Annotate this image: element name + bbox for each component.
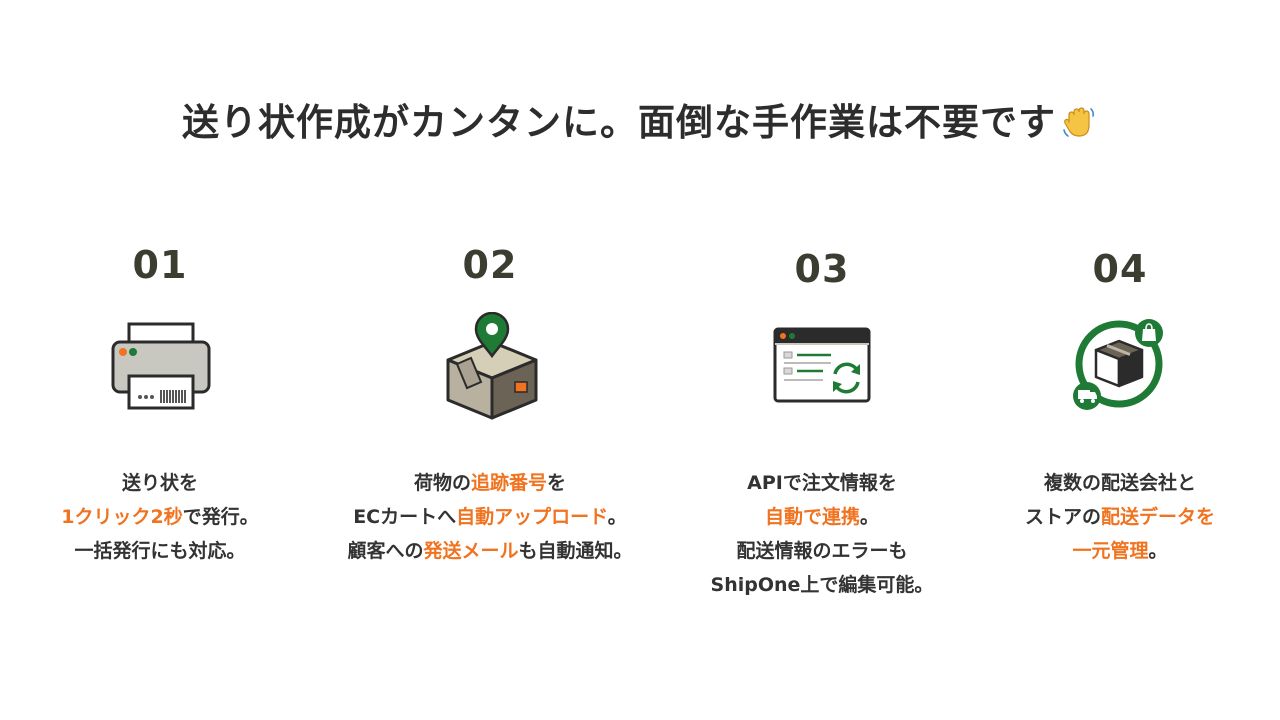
highlighted-text: 発送メール (423, 540, 519, 562)
description-line: 顧客への発送メールも自動通知。 (330, 534, 650, 568)
description-line: ECカートへ自動アップロード。 (330, 500, 650, 534)
description-line: 一元管理。 (960, 534, 1280, 568)
description-text: ストアの (1024, 506, 1101, 528)
description-text: 一括発行にも対応。 (74, 540, 246, 562)
description-line: 荷物の追跡番号を (330, 466, 650, 500)
description-text: APIで注文情報を (747, 472, 897, 494)
api-sync-window-icon (773, 327, 871, 407)
description-text: も自動通知。 (518, 540, 633, 562)
feature-04: 04 複数の配送会社とストアの配送データを一元管理。 (960, 0, 1280, 720)
feature-01: 01 送り状を 1クリック2秒で発行。一括発行にも対応。 (0, 0, 320, 720)
feature-number: 04 (1092, 247, 1148, 291)
feature-03: 03 APIで注文情報を自動で連携。配送情報のエラーも ShipOne上で編集可能… (662, 0, 982, 720)
description-line: 配送情報のエラーも (662, 534, 982, 568)
description-line: ShipOne上で編集可能。 (662, 568, 982, 602)
description-text: 複数の配送会社と (1043, 472, 1196, 494)
description-text: ECカートへ (353, 506, 457, 528)
feature-description: 複数の配送会社とストアの配送データを一元管理。 (960, 466, 1280, 568)
delivery-cycle-icon (1072, 316, 1172, 416)
printer-icon (110, 322, 212, 414)
feature-number: 03 (794, 247, 850, 291)
feature-description: APIで注文情報を自動で連携。配送情報のエラーも ShipOne上で編集可能。 (662, 466, 982, 602)
page-title-text: 送り状作成がカンタンに。面倒な手作業は不要です (182, 101, 1056, 144)
waving-hand-icon (1060, 103, 1098, 141)
description-line: APIで注文情報を (662, 466, 982, 500)
description-line: 複数の配送会社と (960, 466, 1280, 500)
description-text: 顧客への (347, 540, 424, 562)
highlighted-text: 配送データを (1101, 506, 1216, 528)
highlighted-text: 追跡番号 (470, 472, 547, 494)
description-line: ストアの配送データを (960, 500, 1280, 534)
description-line: 自動で連携。 (662, 500, 982, 534)
highlighted-text: 一元管理 (1072, 540, 1149, 562)
description-text: 。 (607, 506, 627, 528)
package-location-icon (445, 311, 539, 424)
description-text: を (547, 472, 567, 494)
description-text: 。 (1148, 540, 1168, 562)
feature-number: 01 (132, 243, 188, 287)
description-text: 配送情報のエラーも (736, 540, 908, 562)
description-text: 荷物の (413, 472, 471, 494)
page-title: 送り状作成がカンタンに。面倒な手作業は不要です (0, 92, 1280, 146)
highlighted-text: 自動で連携 (764, 506, 860, 528)
description-line: 1クリック2秒で発行。 (0, 500, 320, 534)
highlighted-text: 1クリック2秒 (61, 506, 183, 528)
description-text: 送り状を (121, 472, 198, 494)
description-text: ShipOne上で編集可能。 (710, 574, 934, 596)
description-line: 一括発行にも対応。 (0, 534, 320, 568)
feature-number: 02 (462, 243, 518, 287)
highlighted-text: 自動アップロード (456, 506, 608, 528)
description-line: 送り状を (0, 466, 320, 500)
feature-description: 送り状を 1クリック2秒で発行。一括発行にも対応。 (0, 466, 320, 568)
description-text: で発行。 (182, 506, 259, 528)
description-text: 。 (860, 506, 880, 528)
